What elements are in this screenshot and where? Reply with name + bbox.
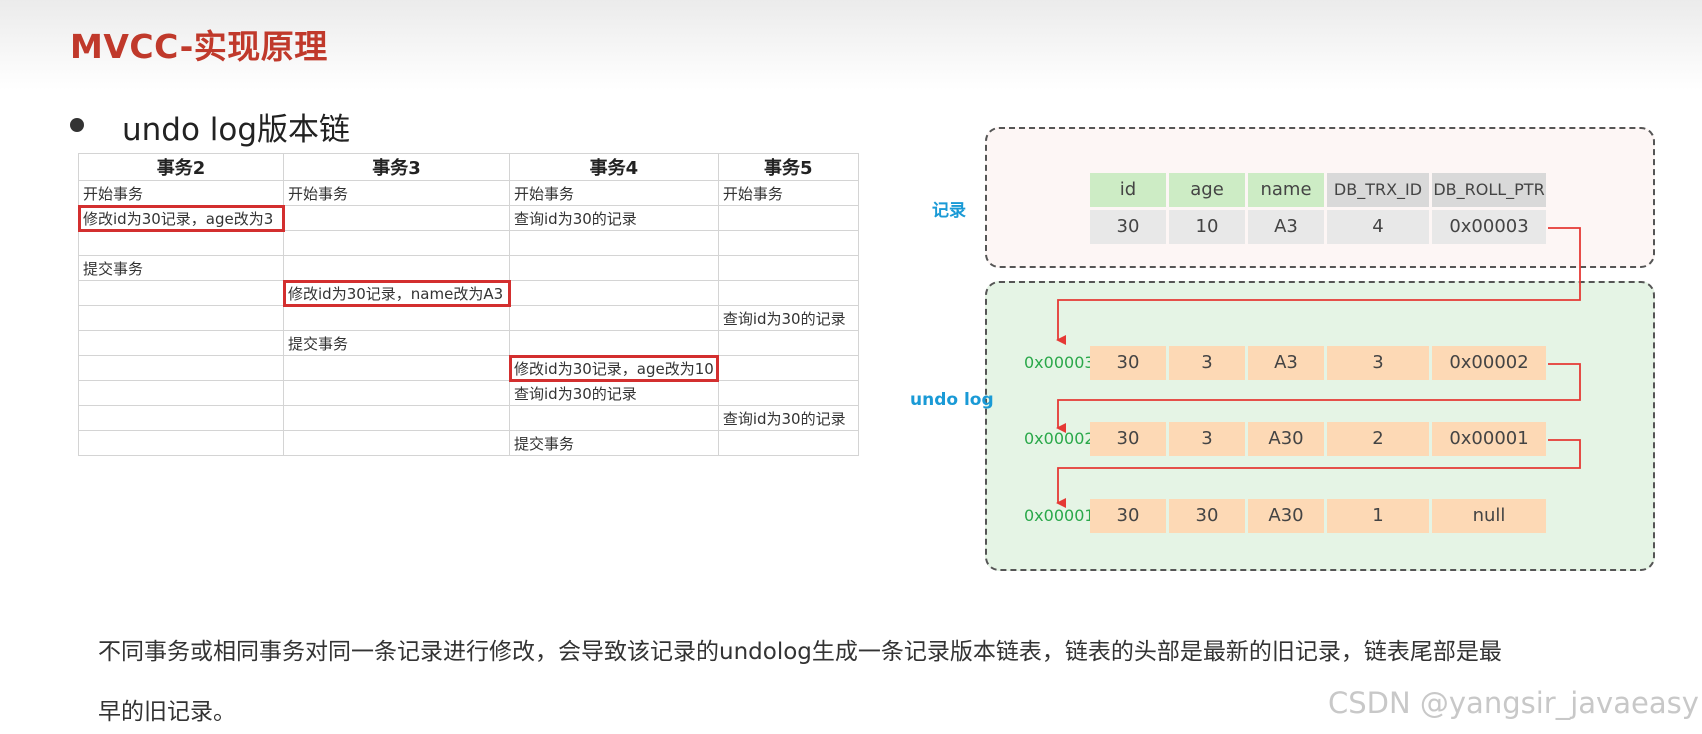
table-row: 查询id为30的记录: [78, 380, 859, 406]
table-cell: 查询id为30的记录: [509, 205, 719, 231]
table-row: 提交事务: [78, 430, 859, 456]
table-cell: [78, 355, 284, 381]
transaction-table: 事务2 事务3 事务4 事务5 开始事务 开始事务 开始事务 开始事务 修改id…: [77, 153, 859, 456]
undo-address: 0x00003: [1024, 353, 1095, 372]
table-cell: 查询id为30的记录: [717, 405, 859, 431]
highlighted-cell: 修改id为30记录，name改为A3: [282, 279, 511, 307]
table-cell: [283, 305, 510, 331]
table-cell: [509, 305, 719, 331]
column-trx-id-header: DB_TRX_ID: [1327, 173, 1429, 207]
record-label: 记录: [932, 201, 966, 221]
table-cell: [78, 230, 284, 256]
table-cell: [283, 355, 510, 381]
record-age: 10: [1169, 210, 1245, 244]
table-cell: 提交事务: [509, 430, 719, 456]
column-id-header: id: [1090, 173, 1166, 207]
table-row: 开始事务 开始事务 开始事务 开始事务: [78, 180, 859, 206]
table-header-row: 事务2 事务3 事务4 事务5: [78, 153, 859, 181]
table-cell: [717, 380, 859, 406]
table-cell: [78, 380, 284, 406]
record-name: A3: [1248, 210, 1324, 244]
highlighted-cell: 修改id为30记录，age改为10: [508, 354, 720, 382]
description-line-2: 早的旧记录。: [98, 699, 236, 725]
table-cell: [283, 230, 510, 256]
table-row: 修改id为30记录，age改为3 查询id为30的记录: [77, 204, 859, 232]
undo-address: 0x00002: [1024, 429, 1095, 448]
table-cell: 开始事务: [78, 180, 284, 206]
undo-log-label: undo log: [910, 390, 994, 410]
section-heading: undo log版本链: [122, 112, 351, 148]
table-cell: [78, 280, 284, 306]
table-row: 查询id为30的记录: [78, 405, 859, 431]
record-id: 30: [1090, 210, 1166, 244]
undo-age: 3: [1169, 422, 1245, 456]
column-name-header: name: [1248, 173, 1324, 207]
description-line-1: 不同事务或相同事务对同一条记录进行修改，会导致该记录的undolog生成一条记录…: [98, 639, 1502, 665]
table-row: 查询id为30的记录: [78, 305, 859, 331]
undo-age: 30: [1169, 499, 1245, 533]
column-header: 事务4: [509, 153, 719, 181]
table-cell: 开始事务: [283, 180, 510, 206]
undo-address: 0x00001: [1024, 506, 1095, 525]
undo-roll-ptr: 0x00002: [1432, 346, 1546, 380]
table-row: 修改id为30记录，name改为A3: [78, 279, 859, 307]
undo-trx-id: 3: [1327, 346, 1429, 380]
record-roll-ptr: 0x00003: [1432, 210, 1546, 244]
table-cell: 开始事务: [717, 180, 859, 206]
undo-trx-id: 2: [1327, 422, 1429, 456]
table-cell: 提交事务: [283, 330, 510, 356]
bullet-dot: [70, 118, 84, 132]
column-header: 事务5: [717, 153, 859, 181]
undo-roll-ptr: null: [1432, 499, 1546, 533]
table-cell: [509, 255, 719, 281]
table-cell: [509, 280, 719, 306]
record-trx-id: 4: [1327, 210, 1429, 244]
undo-age: 3: [1169, 346, 1245, 380]
table-cell: [717, 355, 859, 381]
table-cell: 查询id为30的记录: [509, 380, 719, 406]
undo-name: A3: [1248, 346, 1324, 380]
table-cell: [717, 330, 859, 356]
column-age-header: age: [1169, 173, 1245, 207]
undo-id: 30: [1090, 422, 1166, 456]
table-cell: [509, 330, 719, 356]
watermark: CSDN @yangsir_javaeasy: [1328, 686, 1699, 720]
page-title: MVCC-实现原理: [70, 27, 328, 66]
table-cell: [717, 205, 859, 231]
highlighted-cell: 修改id为30记录，age改为3: [77, 204, 285, 232]
table-cell: [717, 280, 859, 306]
header-band: [0, 0, 1702, 90]
undo-trx-id: 1: [1327, 499, 1429, 533]
table-cell: [78, 330, 284, 356]
table-cell: [509, 230, 719, 256]
table-cell: [717, 255, 859, 281]
table-cell: [509, 405, 719, 431]
table-cell: [283, 405, 510, 431]
column-header: 事务2: [78, 153, 284, 181]
table-row: 提交事务: [78, 255, 859, 281]
table-cell: [283, 380, 510, 406]
table-cell: 查询id为30的记录: [717, 305, 859, 331]
undo-id: 30: [1090, 346, 1166, 380]
undo-name: A30: [1248, 422, 1324, 456]
undo-id: 30: [1090, 499, 1166, 533]
table-row: 修改id为30记录，age改为10: [78, 354, 859, 382]
table-cell: [717, 430, 859, 456]
column-header: 事务3: [283, 153, 510, 181]
table-cell: [78, 405, 284, 431]
table-cell: 提交事务: [78, 255, 284, 281]
column-roll-ptr-header: DB_ROLL_PTR: [1432, 173, 1546, 207]
table-cell: [78, 430, 284, 456]
table-cell: [717, 230, 859, 256]
undo-name: A30: [1248, 499, 1324, 533]
table-row: [78, 230, 859, 256]
table-cell: [78, 305, 284, 331]
table-cell: [283, 430, 510, 456]
undo-roll-ptr: 0x00001: [1432, 422, 1546, 456]
table-cell: [283, 205, 510, 231]
table-row: 提交事务: [78, 330, 859, 356]
table-cell: [283, 255, 510, 281]
table-cell: 开始事务: [509, 180, 719, 206]
